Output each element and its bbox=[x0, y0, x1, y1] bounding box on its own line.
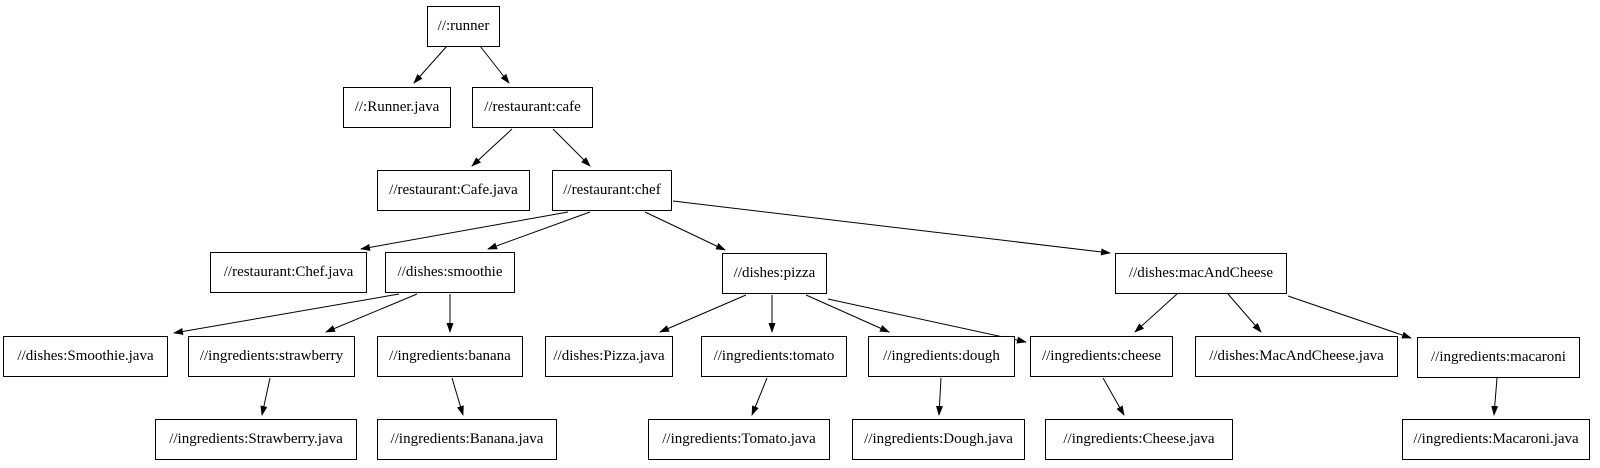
edge-chef-macandcheese bbox=[672, 200, 1111, 256]
edge-macandcheese-cheese bbox=[1134, 293, 1178, 333]
edge-cafe-cafe-java bbox=[471, 128, 513, 167]
node-chef-java: //restaurant:Chef.java bbox=[210, 252, 367, 293]
edge-macandcheese-macandcheese-java bbox=[1227, 293, 1262, 333]
node-dough: //ingredients:dough bbox=[868, 336, 1015, 377]
edge-runner-cafe bbox=[479, 45, 510, 84]
node-runner: //:runner bbox=[427, 6, 500, 47]
node-dough-java: //ingredients:Dough.java bbox=[852, 419, 1025, 460]
edge-strawberry-strawberry-java bbox=[260, 377, 271, 416]
node-pizza-java: //dishes:Pizza.java bbox=[545, 336, 673, 377]
node-pizza: //dishes:pizza bbox=[722, 253, 827, 294]
node-smoothie: //dishes:smoothie bbox=[385, 252, 515, 293]
node-macaroni-java: //ingredients:Macaroni.java bbox=[1402, 419, 1590, 460]
node-restaurant-chef: //restaurant:chef bbox=[552, 170, 672, 211]
edge-tomato-tomato-java bbox=[751, 377, 768, 416]
edge-cafe-chef bbox=[552, 128, 591, 167]
edge-chef-pizza bbox=[644, 211, 726, 251]
node-runner-java: //:Runner.java bbox=[343, 87, 451, 128]
node-cheese-java: //ingredients:Cheese.java bbox=[1045, 419, 1233, 460]
edge-pizza-cheese bbox=[827, 298, 1027, 344]
node-macandcheese-java: //dishes:MacAndCheese.java bbox=[1195, 336, 1398, 377]
edge-banana-banana-java bbox=[451, 377, 464, 416]
edge-macandcheese-macaroni bbox=[1287, 295, 1412, 339]
edge-smoothie-smoothie-java bbox=[173, 293, 400, 335]
edge-chef-smoothie bbox=[487, 211, 591, 250]
node-tomato: //ingredients:tomato bbox=[701, 336, 847, 377]
edge-dough-dough-java bbox=[935, 377, 943, 416]
node-smoothie-java: //dishes:Smoothie.java bbox=[3, 336, 168, 377]
edge-cheese-cheese-java bbox=[1102, 377, 1125, 416]
node-strawberry: //ingredients:strawberry bbox=[188, 336, 355, 377]
edge-pizza-pizza-java bbox=[659, 294, 747, 333]
node-strawberry-java: //ingredients:Strawberry.java bbox=[155, 419, 357, 460]
node-cheese: //ingredients:cheese bbox=[1030, 336, 1173, 377]
node-restaurant-cafe: //restaurant:cafe bbox=[472, 87, 593, 128]
node-banana: //ingredients:banana bbox=[377, 336, 523, 377]
edge-chef-chef-java bbox=[360, 211, 569, 251]
node-banana-java: //ingredients:Banana.java bbox=[377, 419, 557, 460]
node-tomato-java: //ingredients:Tomato.java bbox=[648, 419, 830, 460]
edge-runner-runner-java bbox=[413, 45, 448, 84]
node-macaroni: //ingredients:macaroni bbox=[1417, 337, 1580, 378]
edge-smoothie-strawberry bbox=[325, 293, 418, 333]
edge-macaroni-macaroni-java bbox=[1491, 377, 1499, 416]
edge-pizza-dough bbox=[805, 294, 890, 333]
node-macandcheese: //dishes:macAndCheese bbox=[1115, 253, 1287, 294]
node-cafe-java: //restaurant:Cafe.java bbox=[377, 170, 530, 211]
